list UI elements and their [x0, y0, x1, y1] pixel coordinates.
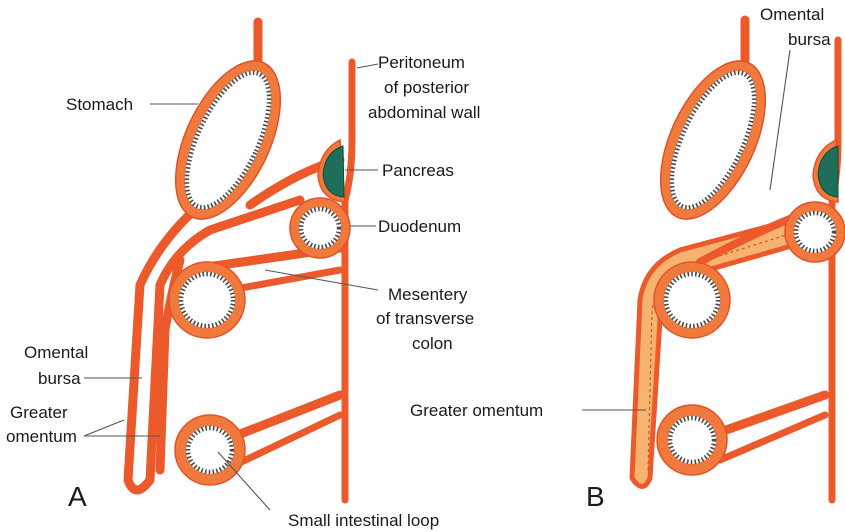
- label-omental-bursa-a-2: bursa: [38, 369, 81, 388]
- small-intestine-mesentery: [225, 395, 340, 440]
- posterior-wall-peritoneum: [345, 62, 352, 500]
- label-greater-omentum-b: Greater omentum: [410, 401, 543, 420]
- small-intestine-b-lumen: [668, 416, 716, 464]
- panel-a: Stomach Peritoneum of posterior abdomina…: [6, 22, 480, 530]
- peritoneum-leader: [357, 64, 378, 68]
- label-mesentery-3: colon: [412, 334, 453, 353]
- label-pancreas: Pancreas: [382, 161, 454, 180]
- label-omental-bursa-b-2: bursa: [788, 30, 831, 49]
- posterior-wall-peritoneum-b: [832, 40, 838, 500]
- label-omental-bursa-a-1: Omental: [24, 343, 88, 362]
- panel-b-letter: B: [586, 481, 605, 512]
- label-peritoneum-3: abdominal wall: [368, 103, 480, 122]
- label-peritoneum-1: Peritoneum: [378, 53, 465, 72]
- small-intestine-lumen: [186, 426, 234, 474]
- label-greater-omentum-a-1: Greater: [10, 403, 68, 422]
- label-duodenum: Duodenum: [378, 217, 461, 236]
- panel-a-letter: A: [68, 481, 87, 512]
- label-mesentery-2: of transverse: [376, 309, 474, 328]
- panel-b: Omental bursa Greater omentum B: [410, 5, 845, 512]
- label-mesentery-1: Mesentery: [388, 285, 468, 304]
- small-intestine-mesentery-b: [712, 395, 825, 435]
- label-greater-omentum-a-2: omentum: [6, 427, 77, 446]
- label-omental-bursa-b-1: Omental: [760, 5, 824, 24]
- label-peritoneum-2: of posterior: [384, 78, 469, 97]
- small-intestine-mesentery-2: [235, 415, 340, 465]
- label-small-intestine: Small intestinal loop: [288, 511, 439, 530]
- greater-omentum-a-leader-1: [84, 420, 124, 436]
- omental-bursa-b-leader: [770, 50, 790, 190]
- label-stomach: Stomach: [66, 95, 133, 114]
- small-intestine-mesentery-b-2: [720, 415, 825, 460]
